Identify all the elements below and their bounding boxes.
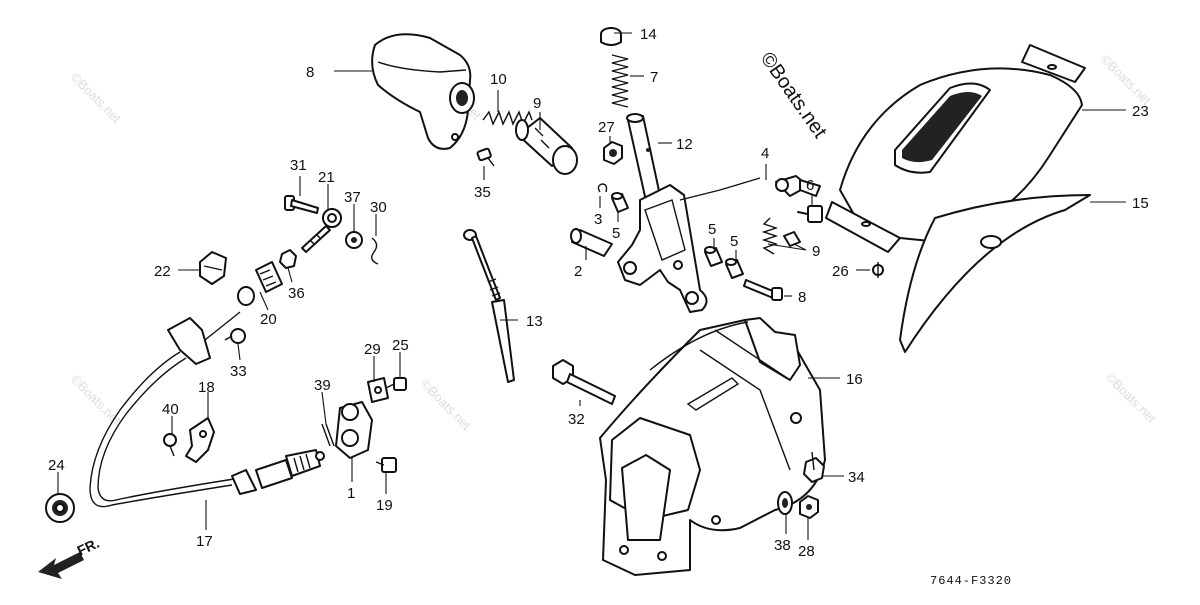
- screw-27-drawing: [872, 262, 884, 278]
- bolt-8-drawing: [743, 279, 783, 301]
- watermark: ©Boats.net: [1103, 370, 1159, 426]
- frame-bracket-drawing: [599, 317, 826, 576]
- part-label-38: 37: [344, 189, 361, 206]
- part-label-37: 36: [288, 285, 305, 302]
- shift-knob-drawing: [371, 33, 475, 150]
- nut-28-drawing: [603, 141, 623, 165]
- watermark: ©Boats.net: [1098, 52, 1154, 108]
- part-label-9: 9: [812, 243, 820, 260]
- part-label-3: 3: [594, 211, 602, 228]
- part-label-39: 38: [774, 537, 791, 554]
- cap-15-drawing: [600, 27, 622, 46]
- pin-2-drawing: [570, 228, 613, 257]
- part-label-25: 24: [48, 457, 65, 474]
- bolt-33-drawing: [552, 359, 616, 405]
- part-label-4: 4: [761, 145, 769, 162]
- front-direction-label: FR.: [75, 535, 102, 559]
- screw-36-drawing: [476, 147, 495, 167]
- part-label-5a: 5: [612, 225, 620, 242]
- part-label-17: 16: [846, 371, 863, 388]
- spring-9-drawing: [761, 217, 801, 255]
- part-labels: 8 10 9 14 7 27 12 35 3 5 2 4 6 5 5 9 8 2…: [48, 26, 1149, 560]
- brand-label: ©Boats.net: [756, 48, 831, 142]
- part-label-19: 18: [198, 379, 215, 396]
- clip-3-drawing: [597, 183, 608, 193]
- lever-bracket-drawing: [617, 177, 761, 313]
- shift-cover-drawing: [825, 44, 1086, 253]
- part-label-11: 9: [533, 95, 541, 112]
- collar-5a-drawing: [611, 192, 629, 213]
- part-label-20: 19: [376, 497, 393, 514]
- part-label-16: 15: [1132, 195, 1149, 212]
- bolt-6-drawing: [797, 205, 823, 223]
- part-label-41: 40: [162, 401, 179, 418]
- bolt-20-drawing: [375, 457, 397, 473]
- bolt-35-drawing: [803, 451, 825, 483]
- bolt-26-drawing: [385, 377, 407, 391]
- part-label-15: 14: [640, 26, 657, 43]
- watermark: ©Boats.net: [418, 377, 474, 433]
- front-direction-indicator: FR.: [38, 535, 102, 579]
- part-label-26: 25: [392, 337, 409, 354]
- part-label-2: 2: [574, 263, 582, 280]
- part-label-12: 10: [490, 71, 507, 88]
- nut-37-drawing: [279, 249, 297, 269]
- part-label-32: 31: [290, 157, 307, 174]
- part-label-27: 26: [832, 263, 849, 280]
- bolt-41-drawing: [163, 433, 177, 457]
- washer-38-drawing: [345, 231, 363, 249]
- leader-lines: [57, 32, 1126, 540]
- part-label-22: 21: [318, 169, 335, 186]
- joint-4-drawing: [775, 175, 821, 197]
- spring-7-drawing: [611, 54, 629, 108]
- fender-drawing: [899, 194, 1091, 353]
- part-label-8: 8: [798, 289, 806, 306]
- part-label-1: 1: [347, 485, 355, 502]
- part-label-21: 20: [260, 311, 277, 328]
- collar-5c-drawing: [725, 258, 744, 279]
- part-label-36: 35: [474, 184, 491, 201]
- collar-5b-drawing: [704, 246, 723, 267]
- figure-code: 7644-F3320: [930, 574, 1012, 588]
- part-label-28: 27: [598, 119, 615, 136]
- bolt-34-drawing: [224, 328, 246, 344]
- plunger-11-drawing: [515, 117, 578, 175]
- watermark: ©Boats.net: [68, 70, 124, 126]
- part-label-23: 22: [154, 263, 171, 280]
- part-label-13: 12: [676, 136, 693, 153]
- part-label-10: 8: [306, 64, 314, 81]
- bolt-32-drawing: [284, 195, 319, 214]
- part-label-7: 7: [650, 69, 658, 86]
- push-rod-drawing: [463, 229, 515, 383]
- clamp-19-drawing: [185, 417, 215, 463]
- grommet-25-drawing: [45, 493, 75, 523]
- part-label-18: 17: [196, 533, 213, 550]
- clip-31-drawing: [371, 237, 379, 265]
- part-label-24: 23: [1132, 103, 1149, 120]
- part-label-6: 6: [806, 177, 814, 194]
- part-label-33: 32: [568, 411, 585, 428]
- nut-29-drawing: [799, 495, 819, 519]
- adjuster-21-drawing: [237, 261, 283, 306]
- watermark: ©Boats.net: [68, 372, 124, 428]
- part-label-30: 29: [364, 341, 381, 358]
- part-label-40: 39: [314, 377, 331, 394]
- cable-18-drawing: [89, 311, 325, 508]
- clamp-23-drawing: [199, 251, 227, 285]
- plate-30-drawing: [367, 377, 389, 403]
- cable-end-22-drawing: [301, 208, 342, 253]
- part-label-29: 28: [798, 543, 815, 560]
- part-label-31: 30: [370, 199, 387, 216]
- part-label-5b: 5: [708, 221, 716, 238]
- washer-39-drawing: [777, 491, 793, 515]
- part-label-35: 34: [848, 469, 865, 486]
- holder-1-drawing: [335, 401, 373, 459]
- part-label-34: 33: [230, 363, 247, 380]
- front-arrow-icon: [38, 552, 84, 579]
- part-label-5c: 5: [730, 233, 738, 250]
- part-label-14: 13: [526, 313, 543, 330]
- cotter-pin-40-drawing: [321, 423, 335, 447]
